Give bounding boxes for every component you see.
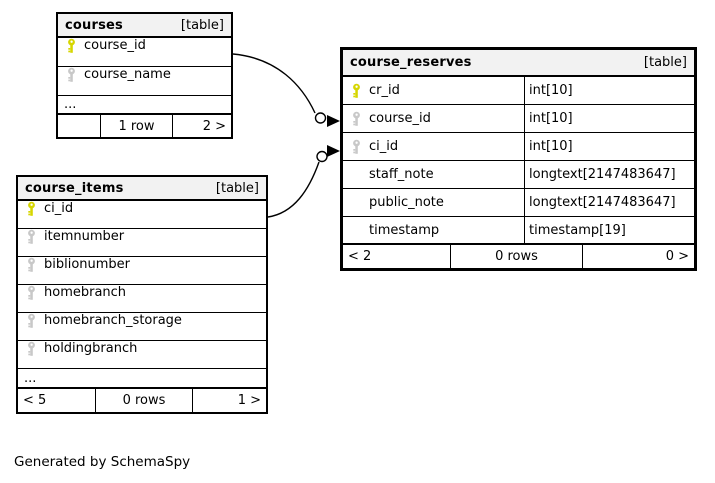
column-type: timestamp[19] [529, 222, 626, 238]
column-row: homebranch [18, 285, 266, 313]
footer-row-count: 0 rows [450, 245, 583, 268]
column-name: course_name [84, 67, 171, 82]
index-key-icon [66, 67, 77, 95]
column-type: int[10] [529, 111, 573, 126]
arrowhead-icon [327, 145, 340, 157]
column-row: itemnumber [18, 229, 266, 257]
column-row: timestamp timestamp[19] [343, 217, 694, 245]
index-key-icon [26, 285, 37, 312]
table-name: courses [65, 17, 123, 33]
column-name: ci_id [369, 139, 399, 154]
table-type-tag: [table] [180, 17, 224, 33]
ellipsis-row: ... [58, 96, 231, 115]
column-type: longtext[2147483647] [529, 167, 676, 182]
footer-row-count: 0 rows [95, 389, 193, 412]
table-name: course_reserves [350, 55, 472, 70]
footer-related-right: 1 > [237, 393, 261, 408]
footer-related-left [58, 115, 100, 137]
table-footer: < 2 0 rows 0 > [343, 245, 694, 268]
table-type-tag: [table] [643, 55, 687, 70]
column-row: cr_id int[10] [343, 77, 694, 105]
table-name: course_items [25, 180, 124, 196]
footer-row-count: 1 row [100, 115, 173, 137]
column-row: public_note longtext[2147483647] [343, 189, 694, 217]
table-footer: < 5 0 rows 1 > [18, 389, 266, 412]
table-type-tag: [table] [215, 180, 259, 196]
column-row: staff_note longtext[2147483647] [343, 161, 694, 189]
column-name: biblionumber [44, 257, 131, 272]
footer-related-left: < 2 [348, 249, 372, 264]
column-row: course_name [58, 67, 231, 96]
ellipsis-row: ... [18, 369, 266, 389]
column-name: timestamp [369, 222, 440, 238]
index-key-icon [351, 111, 362, 126]
column-name: holdingbranch [44, 341, 138, 356]
primary-key-icon [26, 201, 37, 228]
table-courses[interactable]: courses [table] course_id course_name ..… [56, 12, 233, 139]
column-name: ci_id [44, 201, 74, 216]
column-row: biblionumber [18, 257, 266, 285]
column-row: ci_id int[10] [343, 133, 694, 161]
column-name: homebranch_storage [44, 313, 182, 328]
column-row: course_id [58, 38, 231, 67]
footer-related-left: < 5 [23, 393, 47, 408]
column-row: holdingbranch [18, 341, 266, 369]
column-name: staff_note [369, 167, 434, 182]
table-header: courses [table] [58, 14, 231, 38]
column-name: course_id [84, 38, 146, 53]
column-name: course_id [369, 111, 431, 126]
zero-cardinality-circle-icon [316, 150, 328, 163]
table-course-reserves[interactable]: course_reserves [table] cr_id int[10] co… [340, 47, 697, 271]
table-footer: 1 row 2 > [58, 115, 231, 137]
relation-line-courses-to-course-reserves [232, 53, 316, 114]
generator-credit: Generated by SchemaSpy [14, 454, 191, 470]
column-row: course_id int[10] [343, 105, 694, 133]
column-name: itemnumber [44, 229, 125, 244]
table-header: course_items [table] [18, 177, 266, 201]
index-key-icon [351, 139, 362, 154]
footer-related-right: 2 > [202, 118, 226, 134]
index-key-icon [26, 313, 37, 340]
column-type: int[10] [529, 139, 573, 154]
column-type: int[10] [529, 83, 573, 98]
column-name: homebranch [44, 285, 127, 300]
index-key-icon [26, 257, 37, 284]
table-header: course_reserves [table] [343, 50, 694, 77]
index-key-icon [26, 341, 37, 368]
column-name: cr_id [369, 83, 400, 98]
relation-line-course-items-to-course-reserves [267, 161, 320, 218]
footer-related-right: 0 > [665, 249, 689, 264]
column-name: public_note [369, 195, 444, 210]
arrowhead-icon [327, 115, 340, 127]
index-key-icon [26, 229, 37, 256]
column-row: homebranch_storage [18, 313, 266, 341]
primary-key-icon [66, 38, 77, 66]
zero-cardinality-circle-icon [314, 112, 327, 124]
column-row: ci_id [18, 201, 266, 229]
primary-key-icon [351, 83, 362, 98]
column-type: longtext[2147483647] [529, 195, 676, 210]
table-course-items[interactable]: course_items [table] ci_id itemnumber bi… [16, 175, 268, 414]
